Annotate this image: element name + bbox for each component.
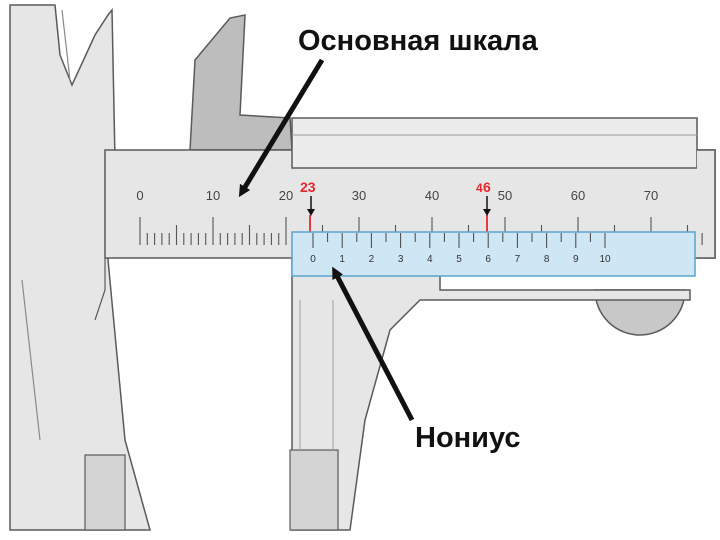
vernier-label: Нониус	[415, 422, 521, 454]
vernier-reading-mark-small: 4	[476, 181, 483, 195]
vernier-tick-label: 8	[544, 254, 550, 265]
vernier-reading-arrowhead	[483, 209, 491, 216]
upper-dark-jaw	[189, 14, 293, 151]
main-scale-tick-label: 40	[425, 188, 439, 203]
fixed-jaw-lower-edge	[94, 258, 106, 321]
main-scale-pointer	[238, 58, 325, 198]
vernier-tick-label: 2	[369, 254, 375, 265]
main-scale-tick-label: 50	[498, 188, 512, 203]
vernier-tick-label: 3	[398, 254, 404, 265]
fixed-jaw-slot	[84, 454, 126, 531]
sliding-jaw-inner-edge	[299, 300, 334, 450]
vernier-tick-label: 7	[515, 254, 521, 265]
sliding-jaw-slot	[289, 449, 339, 531]
vernier-box	[291, 231, 696, 277]
main-reading-arrowhead	[307, 209, 315, 216]
sliding-jaw	[291, 257, 691, 531]
vernier-tick-label: 1	[339, 254, 345, 265]
thumb-wheel	[594, 289, 686, 336]
vernier-tick-label: 0	[310, 254, 316, 265]
vernier-tick-label: 6	[485, 254, 491, 265]
main-scale-tick-label: 10	[206, 188, 220, 203]
vernier-reading-mark: 6	[483, 179, 491, 195]
vernier-pointer	[332, 266, 415, 422]
main-reading-mark: 23	[300, 179, 316, 195]
slider-top-bar	[291, 117, 698, 169]
vernier-tick-label: 9	[573, 254, 579, 265]
vernier-tick-label: 4	[427, 254, 433, 265]
main-scale-tick-label: 0	[136, 188, 143, 203]
vernier-tick-label: 5	[456, 254, 462, 265]
vernier-tick-label: 10	[599, 254, 611, 265]
main-scale-tick-label: 30	[352, 188, 366, 203]
fixed-jaw	[9, 4, 151, 531]
main-scale-tick-label: 70	[644, 188, 658, 203]
main-scale-tick-label: 60	[571, 188, 585, 203]
vernier-scale: 0 1 2 3 4 5 6 7 8 9 10	[310, 233, 611, 265]
main-scale-label: Основная шкала	[298, 25, 539, 57]
beam-right-end	[697, 149, 716, 259]
main-scale-tick-label: 20	[279, 188, 293, 203]
